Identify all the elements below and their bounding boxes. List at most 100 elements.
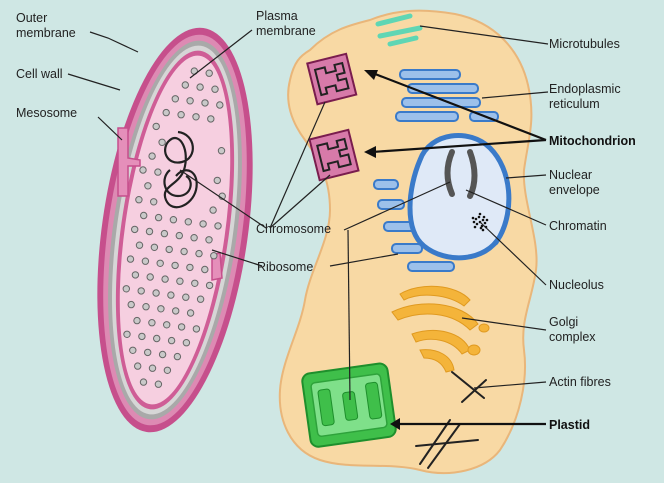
label-endoplasmic-reticulum-1: Endoplasmic [549, 82, 621, 96]
nucleolus-speck [473, 221, 476, 224]
eukaryotic-cell [280, 11, 537, 473]
label-plasma-membrane-2: membrane [256, 24, 316, 38]
ribosome-dot [187, 264, 193, 270]
ribosome-dot [132, 272, 138, 278]
ribosome-dot [124, 331, 130, 337]
ribosome-dot [149, 365, 155, 371]
ribosome-dot [196, 250, 202, 256]
ribosome-dot [127, 256, 133, 262]
ribosome-dot [217, 102, 223, 108]
label-mesosome: Mesosome [16, 106, 77, 120]
ribosome-dot [210, 207, 216, 213]
ribosome-dot [155, 381, 161, 387]
ribosome-dot [214, 177, 220, 183]
label-plastid: Plastid [549, 418, 590, 432]
ribosome-dot [155, 214, 161, 220]
ribosome-dot [191, 235, 197, 241]
label-outer-membrane-1: Outer [16, 11, 47, 25]
ribosome-dot [134, 317, 140, 323]
ribosome-dot [166, 246, 172, 252]
ribosome-dot [187, 310, 193, 316]
nucleolus-speck [478, 216, 481, 219]
ribosome-dot [172, 96, 178, 102]
ribosome-dot [206, 237, 212, 243]
ribosome-dot [183, 294, 189, 300]
ribosome-dot [138, 288, 144, 294]
ribosome-dot [193, 326, 199, 332]
ribosome-dot [128, 301, 134, 307]
ribosome-dot [206, 70, 212, 76]
ribosome-dot [170, 217, 176, 223]
prokaryotic-cell [74, 18, 275, 442]
ribosome-dot [215, 223, 221, 229]
nucleus [410, 136, 509, 258]
mitochondrion-2 [310, 130, 359, 180]
ribosome-dot [149, 153, 155, 159]
ribosome-dot [164, 322, 170, 328]
label-microtubules: Microtubules [549, 37, 620, 51]
label-golgi-complex-2: complex [549, 330, 596, 344]
ribosome-dot [197, 296, 203, 302]
ribosome-dot [157, 260, 163, 266]
label-nuclear-envelope-2: envelope [549, 183, 600, 197]
nucleolus-speck [480, 227, 483, 230]
label-endoplasmic-reticulum-2: reticulum [549, 97, 600, 111]
ribosome-dot [208, 116, 214, 122]
ribosome-dot [218, 148, 224, 154]
ribosome-dot [197, 84, 203, 90]
nucleolus-speck [486, 219, 489, 222]
label-actin-fibres: Actin fibres [549, 375, 611, 389]
ribosome-dot [193, 114, 199, 120]
ribosome-dot [143, 304, 149, 310]
ribosome-dot [174, 353, 180, 359]
ribosome-dot [146, 228, 152, 234]
nucleolus-speck [482, 229, 485, 232]
ribosome-dot [211, 253, 217, 259]
nucleolus-speck [482, 219, 485, 222]
ribosome-dot [140, 167, 146, 173]
label-golgi-complex-1: Golgi [549, 315, 578, 329]
ribosome-dot [177, 278, 183, 284]
label-plasma-membrane-1: Plasma [256, 9, 298, 23]
nucleolus-speck [483, 216, 486, 219]
ribosome-dot [183, 340, 189, 346]
ribosome-dot [154, 335, 160, 341]
nucleolus-speck [479, 213, 482, 216]
ribosome-dot [139, 333, 145, 339]
ribosome-dot [206, 282, 212, 288]
nucleolus-speck [484, 222, 487, 225]
ribosome-dot [153, 123, 159, 129]
nuclear-envelope [410, 136, 509, 258]
ribosome-dot [142, 258, 148, 264]
ribosome-dot [172, 262, 178, 268]
ribosome-dot [168, 292, 174, 298]
nucleolus-speck [472, 217, 475, 220]
ribosome-dot [202, 100, 208, 106]
label-chromosome: Chromosome [256, 222, 331, 236]
ribosome-dot [159, 351, 165, 357]
ribosome-dot [163, 109, 169, 115]
ribosome-dot [200, 221, 206, 227]
ribosome-dot [132, 226, 138, 232]
label-nuclear-envelope-1: Nuclear [549, 168, 592, 182]
label-nucleolus: Nucleolus [549, 278, 604, 292]
ribosome-dot [202, 266, 208, 272]
ribosome-dot [145, 183, 151, 189]
ribosome-dot [158, 306, 164, 312]
ribosome-dot [159, 139, 165, 145]
ribosome-dot [147, 274, 153, 280]
ribosome-dot [185, 219, 191, 225]
ribosome-dot [162, 276, 168, 282]
ribosome-dot [182, 82, 188, 88]
ribosome-dot [212, 86, 218, 92]
ribosome-dot [140, 379, 146, 385]
ribosome-dot [178, 112, 184, 118]
ribosome-dot [136, 197, 142, 203]
ribosome-dot [136, 242, 142, 248]
label-cell-wall: Cell wall [16, 67, 63, 81]
label-outer-membrane-2: membrane [16, 26, 76, 40]
label-chromatin: Chromatin [549, 219, 607, 233]
ribosome-dot [123, 286, 129, 292]
ribosome-dot [130, 347, 136, 353]
